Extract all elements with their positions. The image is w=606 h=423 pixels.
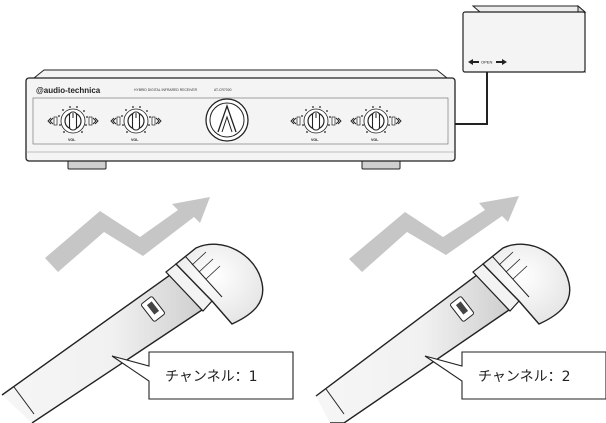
channel-callout-1: チャンネル：1 bbox=[111, 351, 294, 400]
model-number: AT-CR7000 bbox=[214, 88, 232, 92]
wireless-microphone-1 bbox=[0, 243, 264, 423]
wireless-microphone-2 bbox=[315, 243, 571, 423]
knob-label-4: VOL bbox=[371, 138, 379, 142]
connection-cable bbox=[455, 72, 488, 125]
knob-label-1: VOL bbox=[68, 138, 76, 142]
model-description: HYBRID DIGITAL INFRARED RECEIVER bbox=[134, 88, 198, 92]
open-label: OPEN bbox=[481, 60, 492, 65]
audio-technica-emblem-icon bbox=[205, 98, 249, 142]
channel-callout-1-text: チャンネル：1 bbox=[165, 369, 258, 385]
receiver-top bbox=[32, 69, 449, 79]
channel-callout-2-text: チャンネル：2 bbox=[478, 369, 571, 385]
knob-label-3: VOL bbox=[311, 138, 319, 142]
receiver-unit: @audio-technica HYBRID DIGITAL INFRARED … bbox=[25, 69, 456, 170]
knob-label-2: VOL bbox=[131, 138, 139, 142]
open-arrow-icon bbox=[468, 59, 507, 65]
channel-callout-2: チャンネル：2 bbox=[424, 351, 606, 400]
ir-signal-arrow-right-icon bbox=[349, 196, 519, 272]
ir-signal-arrow-left-icon bbox=[45, 197, 210, 272]
brand-logo: @audio-technica bbox=[36, 86, 101, 95]
side-box: OPEN bbox=[462, 4, 587, 74]
